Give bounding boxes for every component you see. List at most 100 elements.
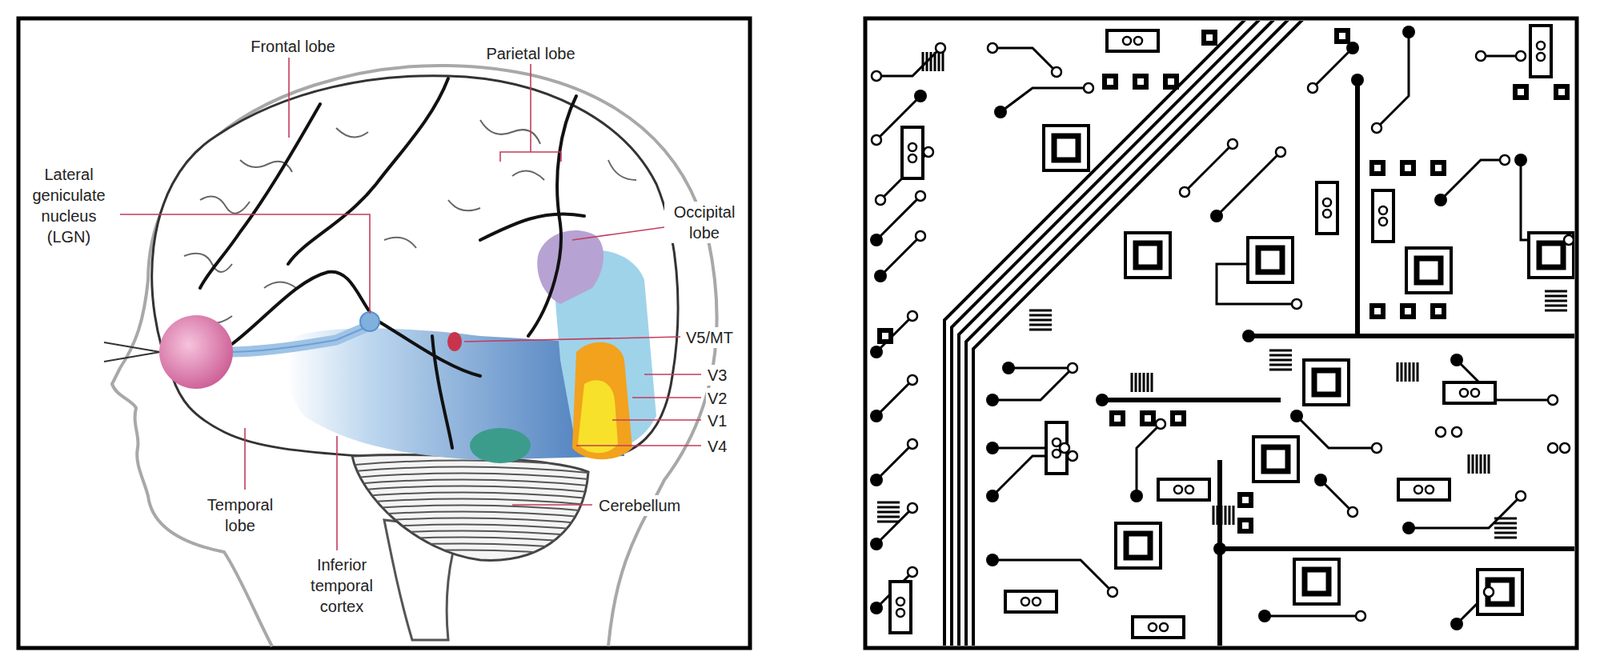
region-label: V3 <box>705 364 729 386</box>
circuit-traces <box>1000 88 1089 113</box>
pads <box>907 439 918 450</box>
leader-lines <box>612 419 702 422</box>
leader-lines <box>644 373 702 376</box>
pads <box>1475 51 1486 61</box>
optic-pathway <box>228 328 365 353</box>
square-pads <box>1399 303 1416 320</box>
dots <box>1213 542 1227 556</box>
dots <box>1402 521 1416 535</box>
leader-lines <box>336 436 338 551</box>
circuit-panel <box>865 18 1577 652</box>
dots <box>870 601 883 615</box>
capacitors <box>902 127 923 179</box>
capacitors <box>1158 479 1210 501</box>
pads <box>1291 299 1302 309</box>
capacitors <box>1132 617 1184 638</box>
capacitors <box>1372 190 1394 242</box>
pads <box>1515 51 1526 61</box>
region-label: Cerebellum <box>597 495 682 517</box>
pads <box>907 375 918 385</box>
thick-traces <box>1102 80 1575 646</box>
pads <box>1179 187 1190 197</box>
circuit-traces <box>1216 152 1281 217</box>
square-pads <box>1369 160 1386 177</box>
dots <box>1095 393 1109 407</box>
region-label: Frontal lobe <box>248 36 337 57</box>
chips <box>1294 559 1340 605</box>
resistor-bars <box>1397 362 1418 382</box>
pads <box>1451 427 1462 438</box>
square-pads <box>1139 410 1156 427</box>
dots <box>870 345 883 359</box>
pads <box>1371 443 1382 454</box>
visual-areas <box>577 380 618 454</box>
dots <box>1351 73 1364 87</box>
capacitors <box>890 25 1552 638</box>
dots <box>1130 489 1143 503</box>
pads <box>1355 611 1366 622</box>
resistor-bars <box>1544 291 1568 311</box>
pads <box>875 195 886 205</box>
pads <box>935 43 946 53</box>
thick-traces <box>1248 333 1575 339</box>
brain-outline <box>152 76 678 464</box>
circuit-traces <box>876 316 913 353</box>
gyri-lines <box>200 196 250 214</box>
cerebellum-shape <box>344 460 597 558</box>
dots <box>1450 353 1464 367</box>
pads <box>923 147 934 157</box>
dots <box>1314 473 1328 487</box>
bus-traces <box>966 20 1290 646</box>
dots <box>986 441 999 455</box>
bus-traces <box>944 20 1304 646</box>
pads <box>1083 83 1094 93</box>
circuit-traces <box>876 380 913 417</box>
eye <box>159 315 233 389</box>
chips <box>1253 437 1299 482</box>
sulci-lines <box>288 78 449 265</box>
pads <box>1347 507 1358 518</box>
square-pads <box>877 28 1570 534</box>
chips <box>1528 232 1574 278</box>
brain-outline <box>152 76 678 464</box>
pads <box>907 567 918 578</box>
visual-areas <box>537 230 604 305</box>
pads <box>1515 491 1526 502</box>
pads <box>871 135 882 145</box>
bus-traces <box>958 20 1276 646</box>
gyri-lines <box>264 282 297 289</box>
pads <box>1051 67 1062 77</box>
resistor-bars <box>922 52 943 72</box>
square-pads <box>1237 492 1254 509</box>
circuit-traces <box>876 444 913 481</box>
circuit-traces <box>992 560 1113 593</box>
visual-areas <box>572 342 633 461</box>
capacitors <box>1530 25 1552 77</box>
sulci-lines <box>232 272 481 377</box>
dots <box>1402 25 1416 39</box>
dots <box>1242 329 1256 343</box>
dots <box>1002 361 1015 375</box>
dots <box>1346 41 1360 55</box>
capacitors <box>1316 182 1338 234</box>
dots <box>1210 209 1224 223</box>
circuit-panel <box>870 20 1575 646</box>
circuit-traces <box>1440 160 1505 201</box>
pads <box>1227 139 1238 149</box>
pads <box>915 191 926 201</box>
square-pads <box>1102 73 1119 90</box>
region-label: V5/MT <box>684 327 735 349</box>
dots <box>870 537 883 551</box>
region-label: V1 <box>705 410 729 432</box>
pads <box>1307 83 1318 93</box>
circuit-traces <box>1376 32 1409 129</box>
region-label: Occipital lobe <box>664 201 745 244</box>
pads <box>907 503 918 514</box>
gyri-lines <box>384 237 417 249</box>
leader-lines <box>500 64 562 162</box>
square-pads <box>1553 84 1570 101</box>
optic-pathway <box>228 312 380 353</box>
gyri-lines <box>184 253 233 273</box>
gyri-lines <box>608 160 637 181</box>
